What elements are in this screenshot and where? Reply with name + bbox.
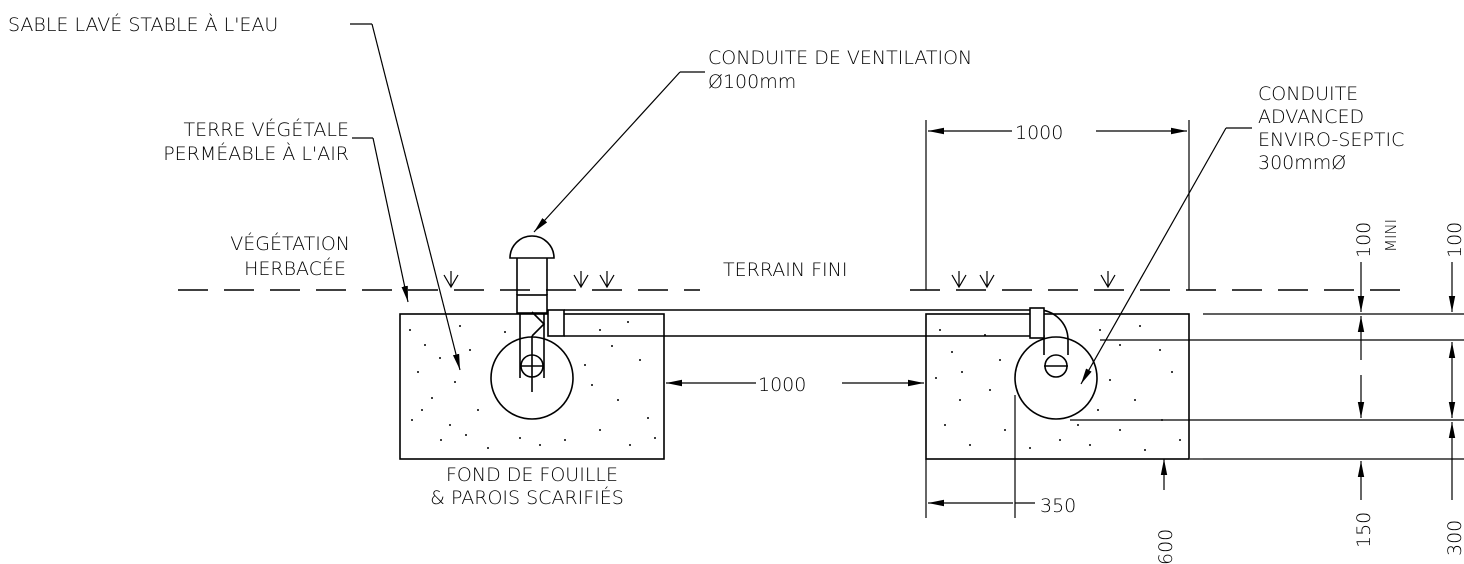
dimension-top-width	[925, 120, 1190, 290]
dimension-cover-min-note: MINI	[1382, 219, 1400, 252]
label-conduite-line1: CONDUITE	[1258, 83, 1358, 105]
label-vegetation-line1: VÉGÉTATION	[230, 232, 350, 255]
label-vegetation-line2: HERBACÉE	[244, 257, 346, 280]
dimension-cover-label: 100	[1444, 222, 1464, 258]
label-conduite-line2: ADVANCED	[1258, 106, 1364, 128]
connecting-pipe	[564, 307, 1069, 355]
pipe-right	[1014, 336, 1098, 420]
sand-bed-right	[925, 313, 1190, 460]
label-sable: SABLE LAVÉ STABLE À L'EAU	[8, 13, 278, 36]
leader-lines	[350, 23, 1252, 385]
label-terre-line2: PERMÉABLE À L'AIR	[163, 142, 349, 165]
label-fond-line1: FOND DE FOUILLE	[446, 464, 618, 486]
dimension-bottom-sand-label: 150	[1353, 512, 1375, 548]
grass-symbols	[443, 271, 1116, 289]
dimension-spacing-label: 1000	[758, 374, 806, 396]
dimension-top-width-label: 1000	[1015, 122, 1063, 144]
label-terre-line1: TERRE VÉGÉTALE	[183, 118, 349, 141]
label-conduite-line3: ENVIRO-SEPTIC	[1258, 129, 1404, 151]
dimension-depth-label: 600	[1155, 529, 1177, 564]
label-conduite-line4: 300mmØ	[1258, 152, 1346, 174]
dimension-pipe-diameter-label: 300	[1444, 520, 1464, 556]
label-ventilation-line2: Ø100mm	[708, 71, 796, 93]
dimension-offset	[925, 395, 1035, 518]
dimension-cover-min-label: 100	[1353, 222, 1375, 258]
dimension-offset-label: 350	[1040, 495, 1076, 517]
label-ventilation-line1: CONDUITE DE VENTILATION	[708, 47, 972, 69]
label-fond-line2: & PAROIS SCARIFIÉS	[430, 486, 624, 509]
right-reference-lines	[1070, 313, 1464, 460]
ventilation-pipe	[509, 235, 565, 392]
label-terrain: TERRAIN FINI	[723, 259, 847, 281]
